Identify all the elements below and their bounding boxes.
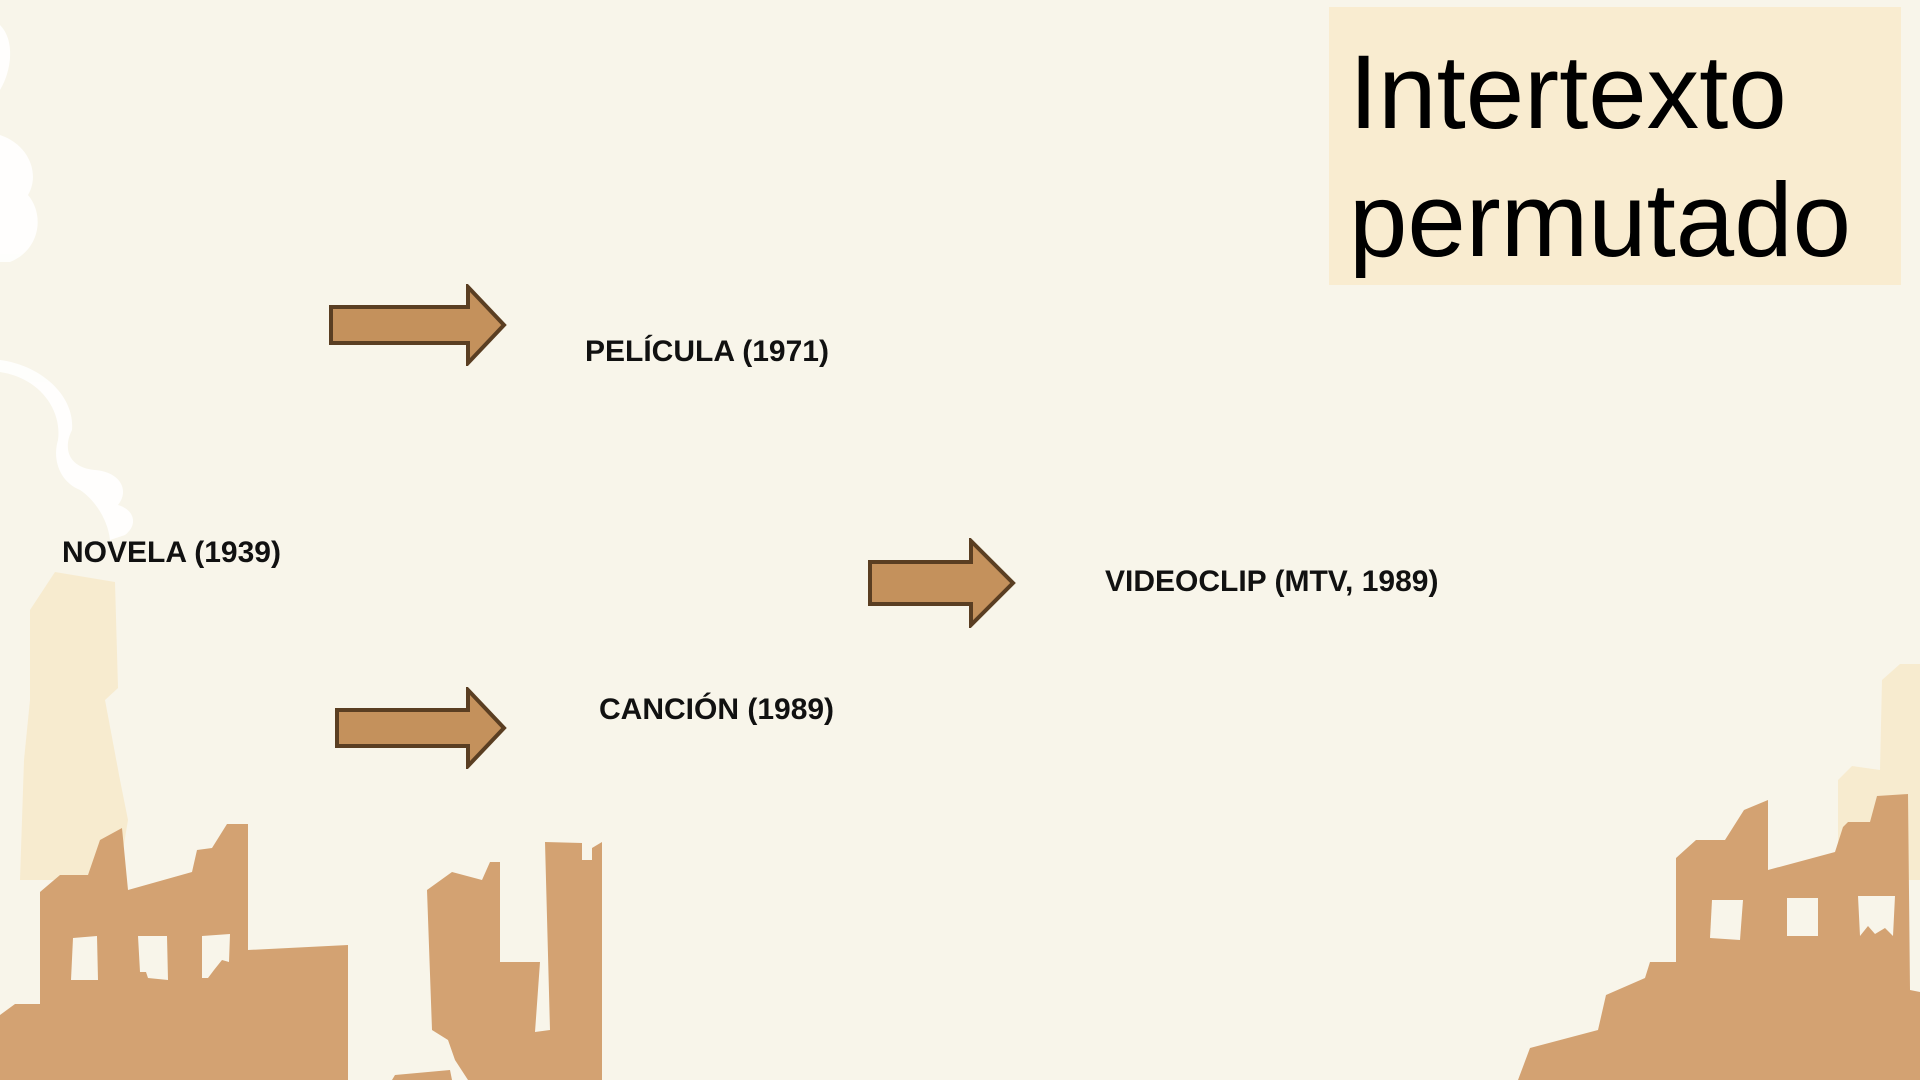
- node-novela: NOVELA (1939): [62, 536, 281, 569]
- right-ruins-windows: [1710, 896, 1895, 940]
- arrow-to-cancion: [335, 687, 507, 769]
- left-ruins-windows: [71, 934, 230, 980]
- arrow-to-videoclip: [868, 538, 1016, 628]
- left-ruins-decoration: [0, 824, 602, 1080]
- node-cancion: CANCIÓN (1989): [599, 693, 835, 726]
- node-pelicula: PELÍCULA (1971): [585, 335, 829, 368]
- smoke-decoration: [0, 25, 134, 540]
- slide-title: Intertexto permutado: [1349, 34, 1851, 279]
- arrow-to-pelicula: [329, 284, 507, 366]
- node-videoclip: VIDEOCLIP (MTV, 1989): [1105, 565, 1439, 598]
- title-box: Intertexto permutado: [1329, 7, 1901, 285]
